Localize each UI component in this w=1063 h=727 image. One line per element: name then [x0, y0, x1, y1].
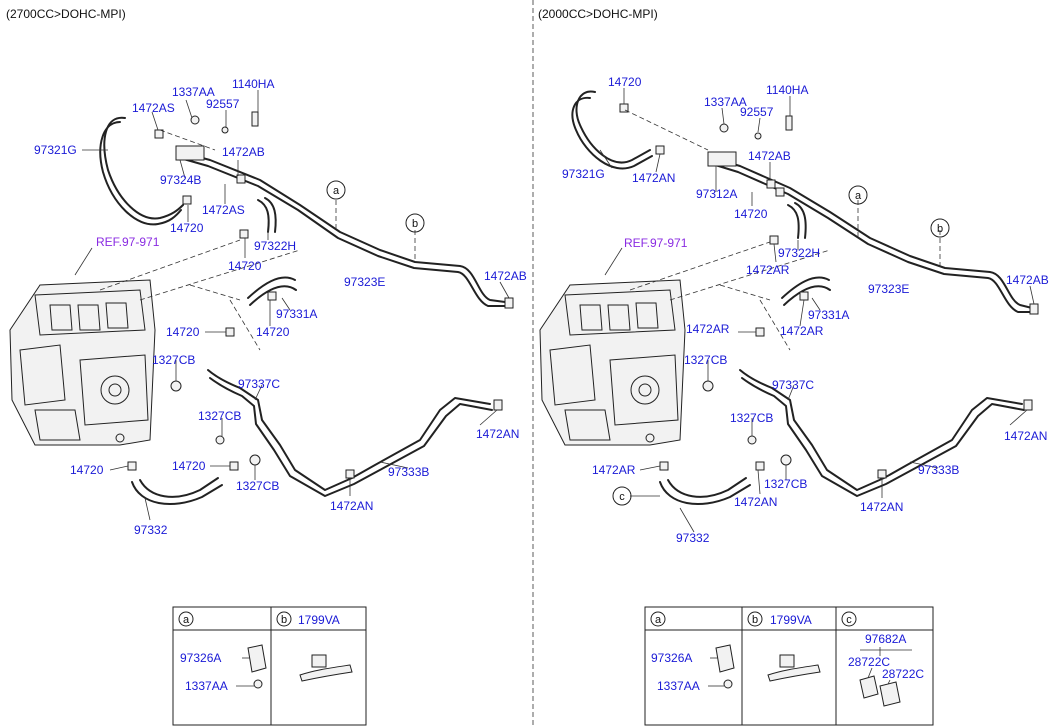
legend-table-right: a b c 1799VA 97326A 1337AA 97682A 28722C…: [644, 606, 934, 726]
label-97321g: 97321G: [34, 143, 77, 157]
callout-a-right: [848, 185, 868, 205]
label-1472ab: 1472AB: [1006, 273, 1049, 287]
clip-icon: [247, 644, 267, 673]
label-1327cb: 1327CB: [152, 353, 195, 367]
svg-text:a: a: [655, 614, 662, 626]
label-97337c: 97337C: [772, 378, 814, 392]
band-clip-icon: [767, 664, 821, 682]
svg-text:a: a: [183, 614, 190, 626]
label-14720: 14720: [166, 325, 200, 339]
label-1472ab: 1472AB: [222, 145, 265, 159]
label-ref: REF.97-971: [624, 236, 688, 250]
label-1327cb: 1327CB: [764, 477, 807, 491]
svg-text:c: c: [619, 491, 625, 503]
svg-text:b: b: [281, 614, 287, 626]
label-1327cb: 1327CB: [730, 411, 773, 425]
label-14720: 14720: [256, 325, 290, 339]
label-1472an: 1472AN: [476, 427, 519, 441]
legend-c-part1: 97682A: [865, 632, 906, 646]
label-97324b: 97324B: [160, 173, 201, 187]
label-1472an: 1472AN: [330, 499, 373, 513]
svg-text:b: b: [412, 218, 418, 230]
label-1472an: 1472AN: [860, 500, 903, 514]
label-97331a: 97331A: [808, 308, 849, 322]
legend-b-part: 1799VA: [770, 613, 812, 627]
legend-c-part3: 28722C: [882, 667, 924, 681]
callout-c-right: [612, 486, 632, 506]
label-97333b: 97333B: [918, 463, 959, 477]
label-97321g: 97321G: [562, 167, 605, 181]
callout-b-left: [405, 213, 425, 233]
hose-97333b-left: [207, 369, 491, 491]
legend-a-part2: 1337AA: [657, 679, 700, 693]
bracket-icon: [879, 681, 901, 707]
label-97337c: 97337C: [238, 377, 280, 391]
nut-icon: [723, 679, 733, 689]
label-1140ha: 1140HA: [232, 77, 274, 91]
label-1472ab: 1472AB: [484, 269, 527, 283]
label-14720: 14720: [734, 207, 768, 221]
label-14720: 14720: [70, 463, 104, 477]
legend-c-part2: 28722C: [848, 655, 890, 669]
label-97312a: 97312A: [696, 187, 737, 201]
legend-a-part1: 97326A: [651, 651, 692, 665]
label-1472an: 1472AN: [734, 495, 777, 509]
label-1472ab: 1472AB: [748, 149, 791, 163]
nut-icon: [253, 679, 263, 689]
label-97333b: 97333B: [388, 465, 429, 479]
label-97323e: 97323E: [344, 275, 385, 289]
heater-unit-left: [9, 279, 156, 446]
label-97332: 97332: [676, 531, 710, 545]
right-section-header: (2000CC>DOHC-MPI): [538, 7, 658, 21]
label-1472ar: 1472AR: [592, 463, 636, 477]
svg-text:c: c: [846, 614, 852, 626]
label-92557: 92557: [206, 97, 240, 111]
label-1472ar: 1472AR: [746, 263, 790, 277]
left-diagram: a b 1337AA 1140HA 1472AS 92557 97321G 14…: [9, 77, 527, 537]
left-section-header: (2700CC>DOHC-MPI): [6, 7, 126, 21]
svg-text:a: a: [333, 185, 340, 197]
callout-a-left: [326, 180, 346, 200]
label-1327cb: 1327CB: [684, 353, 727, 367]
label-14720: 14720: [172, 459, 206, 473]
hose-97323e-left: [179, 151, 506, 303]
label-1472as: 1472AS: [202, 203, 245, 217]
svg-text:b: b: [937, 223, 943, 235]
label-14720: 14720: [228, 259, 262, 273]
legend-a-part1: 97326A: [180, 651, 221, 665]
label-1472an: 1472AN: [1004, 429, 1047, 443]
clip-icon: [715, 644, 735, 673]
label-1140ha: 1140HA: [766, 83, 808, 97]
label-1327cb: 1327CB: [198, 409, 241, 423]
label-1327cb: 1327CB: [236, 479, 279, 493]
bracket-icon: [859, 675, 879, 699]
label-1472ar: 1472AR: [780, 324, 824, 338]
label-97323e: 97323E: [868, 282, 909, 296]
label-97322h: 97322H: [778, 246, 820, 260]
label-92557: 92557: [740, 105, 774, 119]
hose-97332-left: [139, 477, 219, 498]
callout-b-right: [930, 218, 950, 238]
label-1472ar: 1472AR: [686, 322, 730, 336]
label-1472an: 1472AN: [632, 171, 675, 185]
hose-97321g-left: [103, 116, 184, 220]
svg-text:b: b: [752, 614, 758, 626]
label-97331a: 97331A: [276, 307, 317, 321]
svg-text:a: a: [855, 190, 862, 202]
legend-a-part2: 1337AA: [185, 679, 228, 693]
label-1337aa: 1337AA: [704, 95, 747, 109]
label-ref: REF.97-971: [96, 235, 160, 249]
label-1337aa: 1337AA: [172, 85, 215, 99]
legend-b-part: 1799VA: [298, 613, 340, 627]
band-clip-icon: [299, 664, 353, 682]
label-14720: 14720: [608, 75, 642, 89]
label-97322h: 97322H: [254, 239, 296, 253]
right-diagram: a b c 14720 1337AA 1140HA 92557 1472AB 9…: [539, 75, 1049, 545]
label-97332: 97332: [134, 523, 168, 537]
label-14720: 14720: [170, 221, 204, 235]
heater-unit-right: [539, 279, 686, 446]
legend-table-left: a b 1799VA 97326A 1337AA: [172, 606, 367, 726]
label-1472as: 1472AS: [132, 101, 175, 115]
